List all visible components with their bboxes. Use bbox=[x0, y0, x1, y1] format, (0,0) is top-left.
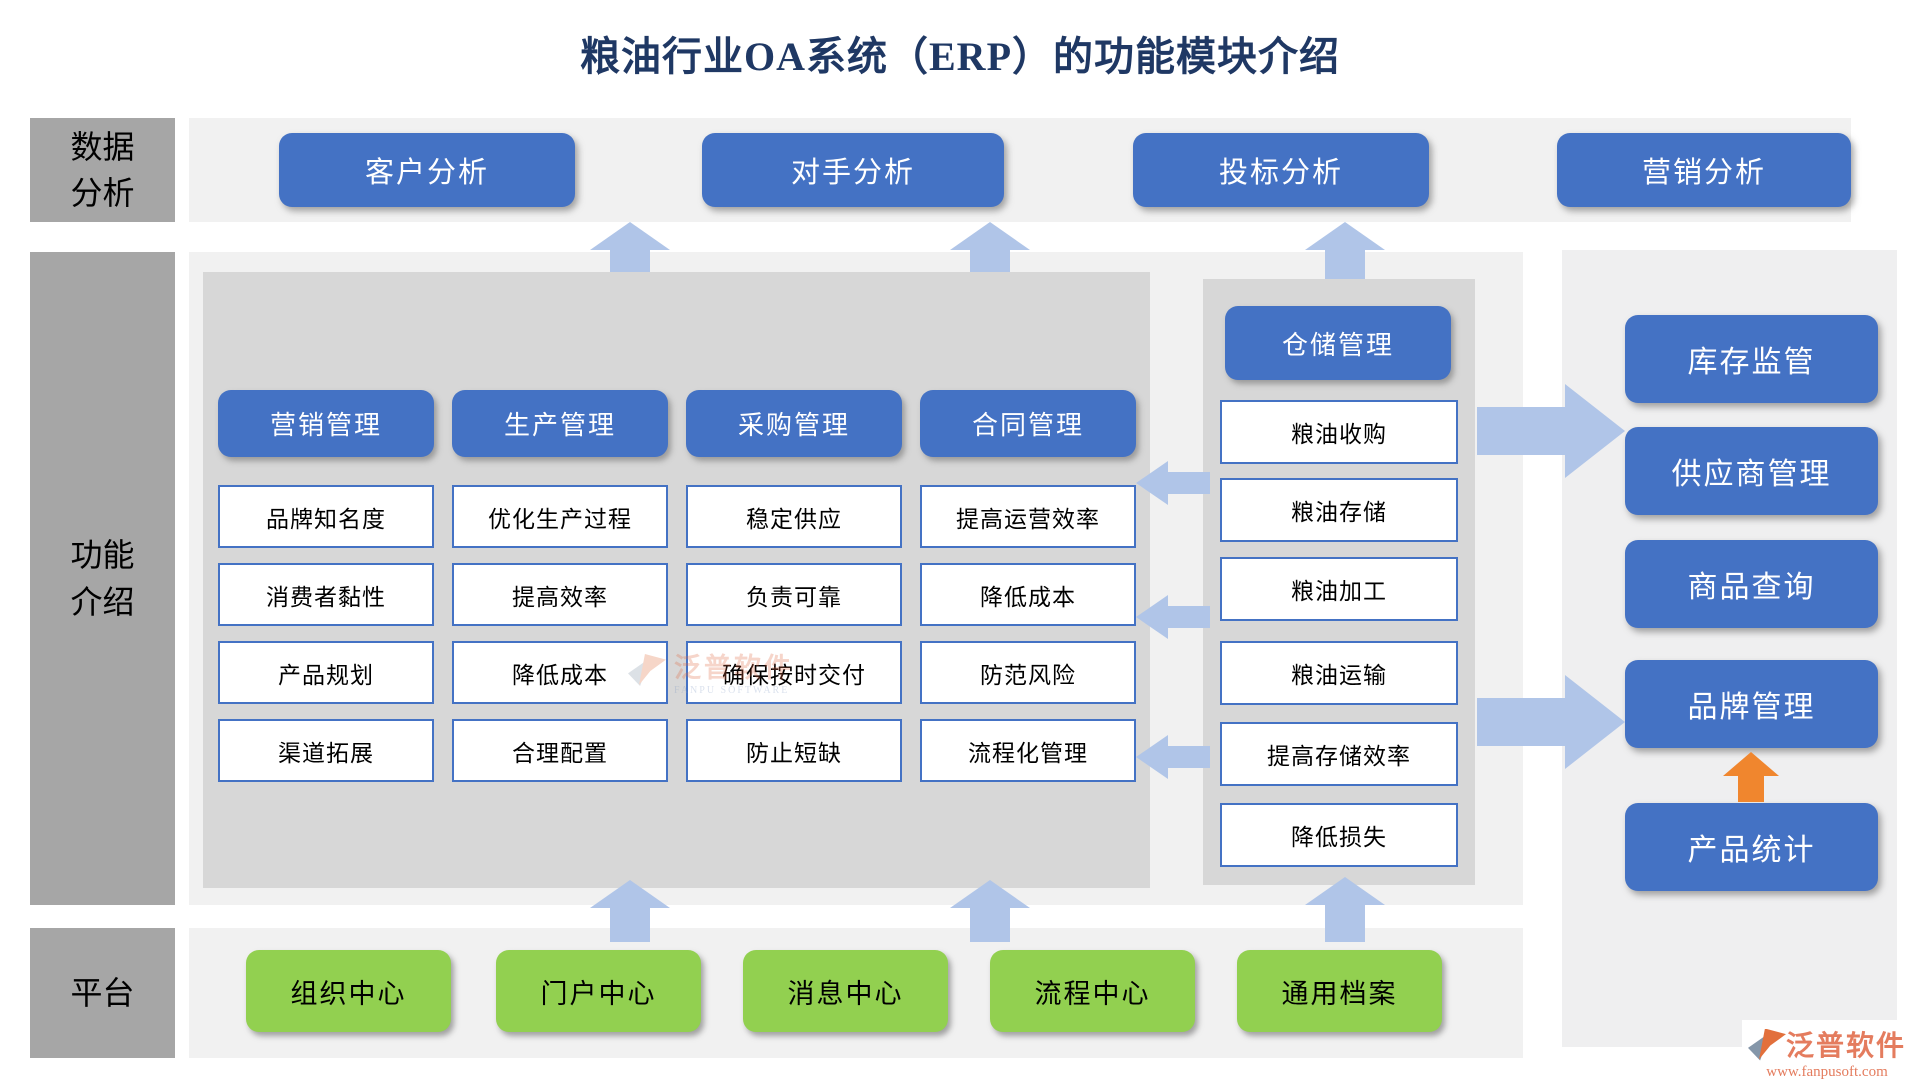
flow-arrow-up-icon bbox=[1305, 222, 1385, 279]
marketing-cell-2: 消费者黏性 bbox=[218, 563, 434, 626]
procurement-cell-1: 稳定供应 bbox=[686, 485, 902, 548]
contract-cell-1: 提高运营效率 bbox=[920, 485, 1136, 548]
flow-arrow-left-icon bbox=[1136, 735, 1210, 779]
contract-cell-4: 流程化管理 bbox=[920, 719, 1136, 782]
org-center-node: 组织中心 bbox=[246, 950, 451, 1032]
customer-analysis-node: 客户分析 bbox=[279, 133, 575, 207]
flow-arrow-right-icon bbox=[1477, 384, 1625, 478]
warehouse-cell-6: 降低损失 bbox=[1220, 803, 1458, 867]
warehouse-cell-4: 粮油运输 bbox=[1220, 641, 1458, 705]
portal-center-node: 门户中心 bbox=[496, 950, 701, 1032]
marketing-cell-4: 渠道拓展 bbox=[218, 719, 434, 782]
flow-arrow-left-icon bbox=[1136, 461, 1210, 505]
fanpu-logo-icon bbox=[1748, 1028, 1786, 1061]
contract-cell-3: 防范风险 bbox=[920, 641, 1136, 704]
competitor-analysis-node: 对手分析 bbox=[702, 133, 1004, 207]
production-cell-1: 优化生产过程 bbox=[452, 485, 668, 548]
sidebar-label: 数据分析 bbox=[70, 128, 135, 211]
procurement-cell-2: 负责可靠 bbox=[686, 563, 902, 626]
watermark-brand: 泛普软件 bbox=[674, 653, 794, 683]
flow-arrow-left-icon bbox=[1136, 595, 1210, 639]
production-cell-2: 提高效率 bbox=[452, 563, 668, 626]
flow-arrow-up-icon bbox=[590, 880, 670, 942]
fanpu-logo: 泛普软件 www.fanpusoft.com bbox=[1742, 1020, 1913, 1080]
stats-to-brand-arrow-icon bbox=[1723, 752, 1779, 802]
warehouse-cell-2: 粮油存储 bbox=[1220, 478, 1458, 542]
watermark-brand-en: FANPU SOFTWARE bbox=[674, 685, 790, 696]
inventory-supervision-node: 库存监管 bbox=[1625, 315, 1878, 403]
procurement-cell-4: 防止短缺 bbox=[686, 719, 902, 782]
procurement-cell-3: 确保按时交付 bbox=[686, 641, 902, 704]
message-center-node: 消息中心 bbox=[743, 950, 948, 1032]
flow-arrow-up-icon bbox=[950, 222, 1030, 272]
contract-cell-2: 降低成本 bbox=[920, 563, 1136, 626]
sidebar-platform: 平台 bbox=[30, 928, 175, 1058]
marketing-cell-1: 品牌知名度 bbox=[218, 485, 434, 548]
goods-query-node: 商品查询 bbox=[1625, 540, 1878, 628]
logo-url-text: www.fanpusoft.com bbox=[1766, 1064, 1888, 1080]
marketing-mgmt-header: 营销管理 bbox=[218, 390, 434, 457]
product-stats-node: 产品统计 bbox=[1625, 803, 1878, 891]
warehouse-cell-1: 粮油收购 bbox=[1220, 400, 1458, 464]
production-cell-4: 合理配置 bbox=[452, 719, 668, 782]
flow-arrow-up-icon bbox=[590, 222, 670, 272]
contract-mgmt-header: 合同管理 bbox=[920, 390, 1136, 457]
procurement-mgmt-header: 采购管理 bbox=[686, 390, 902, 457]
warehouse-mgmt-header: 仓储管理 bbox=[1225, 306, 1451, 380]
center-watermark: 泛普软件 FANPU SOFTWARE bbox=[628, 646, 794, 696]
sidebar-label: 功能介绍 bbox=[70, 537, 135, 620]
flow-arrow-right-icon bbox=[1477, 675, 1625, 769]
sidebar-data-analysis: 数据分析 bbox=[30, 118, 175, 222]
archives-node: 通用档案 bbox=[1237, 950, 1442, 1032]
flow-arrow-up-icon bbox=[950, 880, 1030, 942]
production-mgmt-header: 生产管理 bbox=[452, 390, 668, 457]
sidebar-label: 平台 bbox=[70, 974, 135, 1011]
warehouse-cell-3: 粮油加工 bbox=[1220, 557, 1458, 621]
process-center-node: 流程中心 bbox=[990, 950, 1195, 1032]
fanpu-logo-icon bbox=[628, 654, 666, 688]
sidebar-functions: 功能介绍 bbox=[30, 252, 175, 905]
production-cell-3: 降低成本 bbox=[452, 641, 668, 704]
warehouse-cell-5: 提高存储效率 bbox=[1220, 722, 1458, 786]
marketing-analysis-node: 营销分析 bbox=[1557, 133, 1851, 207]
marketing-cell-3: 产品规划 bbox=[218, 641, 434, 704]
brand-mgmt-node: 品牌管理 bbox=[1625, 660, 1878, 748]
logo-brand-text: 泛普软件 bbox=[1786, 1031, 1907, 1062]
bidding-analysis-node: 投标分析 bbox=[1133, 133, 1429, 207]
page-title: 粮油行业OA系统（ERP）的功能模块介绍 bbox=[580, 34, 1340, 79]
supplier-mgmt-node: 供应商管理 bbox=[1625, 427, 1878, 515]
flow-arrow-up-icon bbox=[1305, 877, 1385, 942]
